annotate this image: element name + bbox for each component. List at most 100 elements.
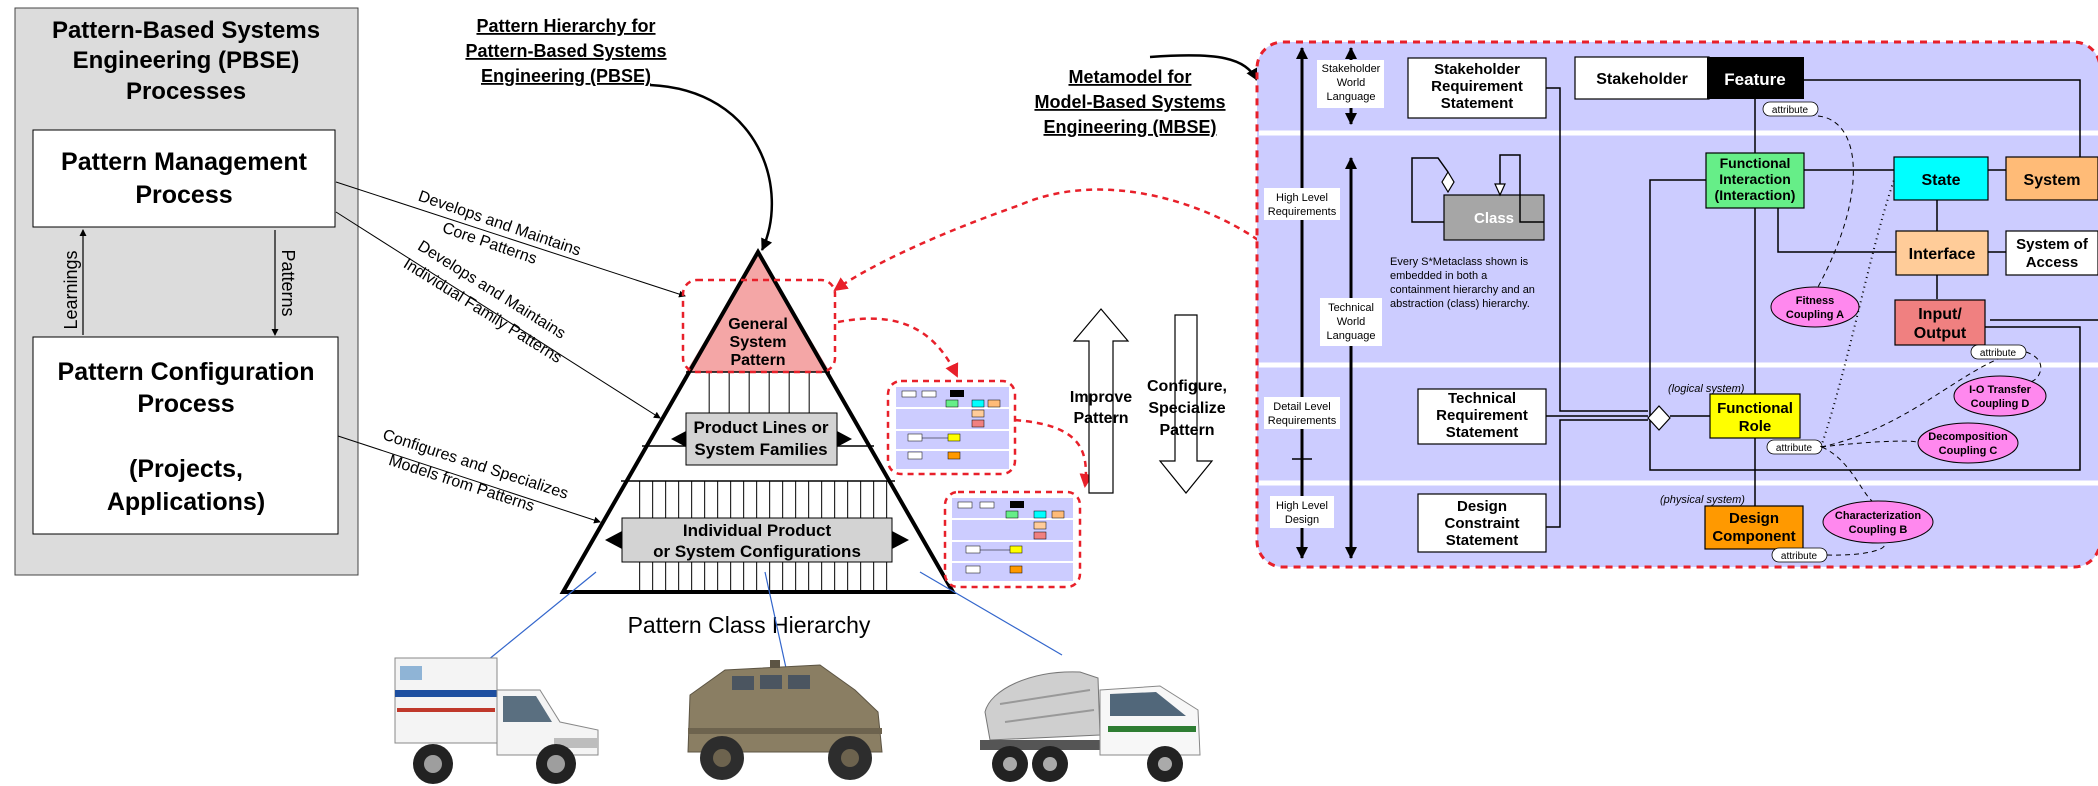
pyramid-apex-fill <box>686 252 830 372</box>
pattern-configuration-line4: (Projects, <box>129 455 243 483</box>
soa-line1: System of <box>2016 236 2089 253</box>
high-level-design-line1: High Level <box>1276 500 1328 512</box>
configuration-metamodel-thumbnail <box>943 490 1082 589</box>
fitness-line2: Coupling A <box>1786 309 1844 321</box>
product-lines-line1: Product Lines or <box>693 418 828 437</box>
hierarchy-title-line3: Engineering (PBSE) <box>481 66 651 86</box>
dcs-line2: Constraint <box>1445 515 1520 532</box>
high-level-design-line2: Design <box>1285 514 1319 526</box>
dcs-line3: Statement <box>1446 532 1519 549</box>
stakeholder-box <box>1574 56 1710 100</box>
develops-family-arrow <box>335 211 661 419</box>
technical-requirement-statement-box <box>1417 388 1547 445</box>
feature-attribute-label: attribute <box>1772 105 1809 116</box>
io-transfer-line1: I-O Transfer <box>1969 384 2031 396</box>
interface-box <box>1895 230 1989 276</box>
configures-arrow <box>337 435 601 524</box>
product-lines-box <box>685 412 838 466</box>
family-metamodel-thumbnail <box>886 379 1017 476</box>
cement-mixer-truck-image <box>980 671 1201 782</box>
design-component-box <box>1704 505 1804 550</box>
srs-line1: Stakeholder <box>1434 61 1520 78</box>
configure-line1: Configure, <box>1147 378 1227 395</box>
decomposition-line2: Coupling C <box>1939 445 1998 457</box>
aggregation-diamond <box>1647 405 1671 431</box>
state-box <box>1893 156 1989 201</box>
io-transfer-line2: Coupling D <box>1971 398 2030 410</box>
stakeholder-label: Stakeholder <box>1596 71 1688 88</box>
system-of-access-box <box>2005 230 2098 276</box>
improve-pattern-arrow <box>1072 308 1130 494</box>
class-note-line2: embedded in both a <box>1390 270 1488 282</box>
individual-line1: Individual Product <box>683 521 832 540</box>
dc-line2: Component <box>1712 528 1795 545</box>
fi-line3: (Interaction) <box>1715 187 1796 203</box>
fr-attribute-label: attribute <box>1776 443 1813 454</box>
srs-line3: Statement <box>1441 95 1514 112</box>
io-line2: Output <box>1914 325 1967 342</box>
high-level-req-line2: Requirements <box>1268 206 1337 218</box>
general-pattern-dashed-highlight <box>681 278 837 374</box>
pattern-configuration-line5: Applications) <box>107 488 265 516</box>
technical-world-line2: World <box>1337 316 1366 328</box>
improve-line1: Improve <box>1070 389 1132 406</box>
pbse-title-line2: Engineering (PBSE) <box>73 47 300 74</box>
pattern-configuration-process-box <box>32 336 339 535</box>
configure-line3: Pattern <box>1159 422 1214 439</box>
dc-attribute-label: attribute <box>1781 551 1818 562</box>
pbse-title-line3: Processes <box>126 78 246 105</box>
logical-system-label: (logical system) <box>1668 383 1745 395</box>
io-line1: Input/ <box>1918 306 1962 323</box>
system-label: System <box>2024 172 2081 189</box>
improve-line2: Pattern <box>1073 410 1128 427</box>
fitness-line1: Fitness <box>1796 295 1835 307</box>
metamodel-title-line2: Model-Based Systems <box>1034 92 1225 112</box>
configure-pattern-arrow <box>1158 314 1214 494</box>
ambulance-image <box>394 657 599 784</box>
general-line3: Pattern <box>730 352 785 369</box>
characterization-coupling-cloud <box>1822 500 1934 544</box>
pyramid-outline <box>559 247 957 594</box>
high-level-req-line1: High Level <box>1276 192 1328 204</box>
fi-line1: Functional <box>1720 155 1791 171</box>
class-label: Class <box>1474 210 1514 227</box>
fi-line2: Interaction <box>1719 171 1791 187</box>
pattern-configuration-line2: Process <box>137 390 234 418</box>
configure-line2: Specialize <box>1148 400 1225 417</box>
io-transfer-coupling-cloud <box>1953 375 2047 417</box>
fr-line1: Functional <box>1717 400 1793 417</box>
trs-line1: Technical <box>1448 390 1516 407</box>
decomposition-line1: Decomposition <box>1928 431 2008 443</box>
learnings-label: Learnings <box>61 250 81 329</box>
physical-system-label: (physical system) <box>1660 494 1745 506</box>
functional-interaction-box <box>1705 152 1805 209</box>
metamodel-title-line3: Engineering (MBSE) <box>1043 117 1216 137</box>
armored-vehicle-image <box>687 660 883 780</box>
input-output-box <box>1894 299 1986 346</box>
characterization-line2: Coupling B <box>1849 524 1908 536</box>
stakeholder-world-line2: World <box>1337 77 1366 89</box>
patterns-label: Patterns <box>278 249 298 316</box>
metamodel-title-line1: Metamodel for <box>1068 67 1191 87</box>
pattern-management-process-box <box>32 129 336 228</box>
technical-world-line3: Language <box>1327 330 1376 342</box>
trs-line2: Requirement <box>1436 407 1528 424</box>
system-box <box>2005 156 2098 201</box>
functional-role-box <box>1709 393 1801 439</box>
io-attribute-label: attribute <box>1980 348 2017 359</box>
feature-label: Feature <box>1724 70 1785 89</box>
dc-line1: Design <box>1729 510 1779 527</box>
hierarchy-title-arrow <box>649 83 774 251</box>
hierarchy-title-line1: Pattern Hierarchy for <box>476 16 655 36</box>
fr-line2: Role <box>1739 418 1772 435</box>
srs-line2: Requirement <box>1431 78 1523 95</box>
class-note-line1: Every S*Metaclass shown is <box>1390 256 1529 268</box>
develops-core-arrow <box>335 181 686 298</box>
stakeholder-world-line3: Language <box>1327 91 1376 103</box>
interface-label: Interface <box>1909 246 1976 263</box>
general-line1: General <box>728 316 788 333</box>
class-box <box>1443 194 1545 241</box>
pattern-management-line1: Pattern Management <box>61 148 308 176</box>
fitness-coupling-cloud <box>1770 286 1860 328</box>
pattern-class-hierarchy-label: Pattern Class Hierarchy <box>628 612 871 638</box>
